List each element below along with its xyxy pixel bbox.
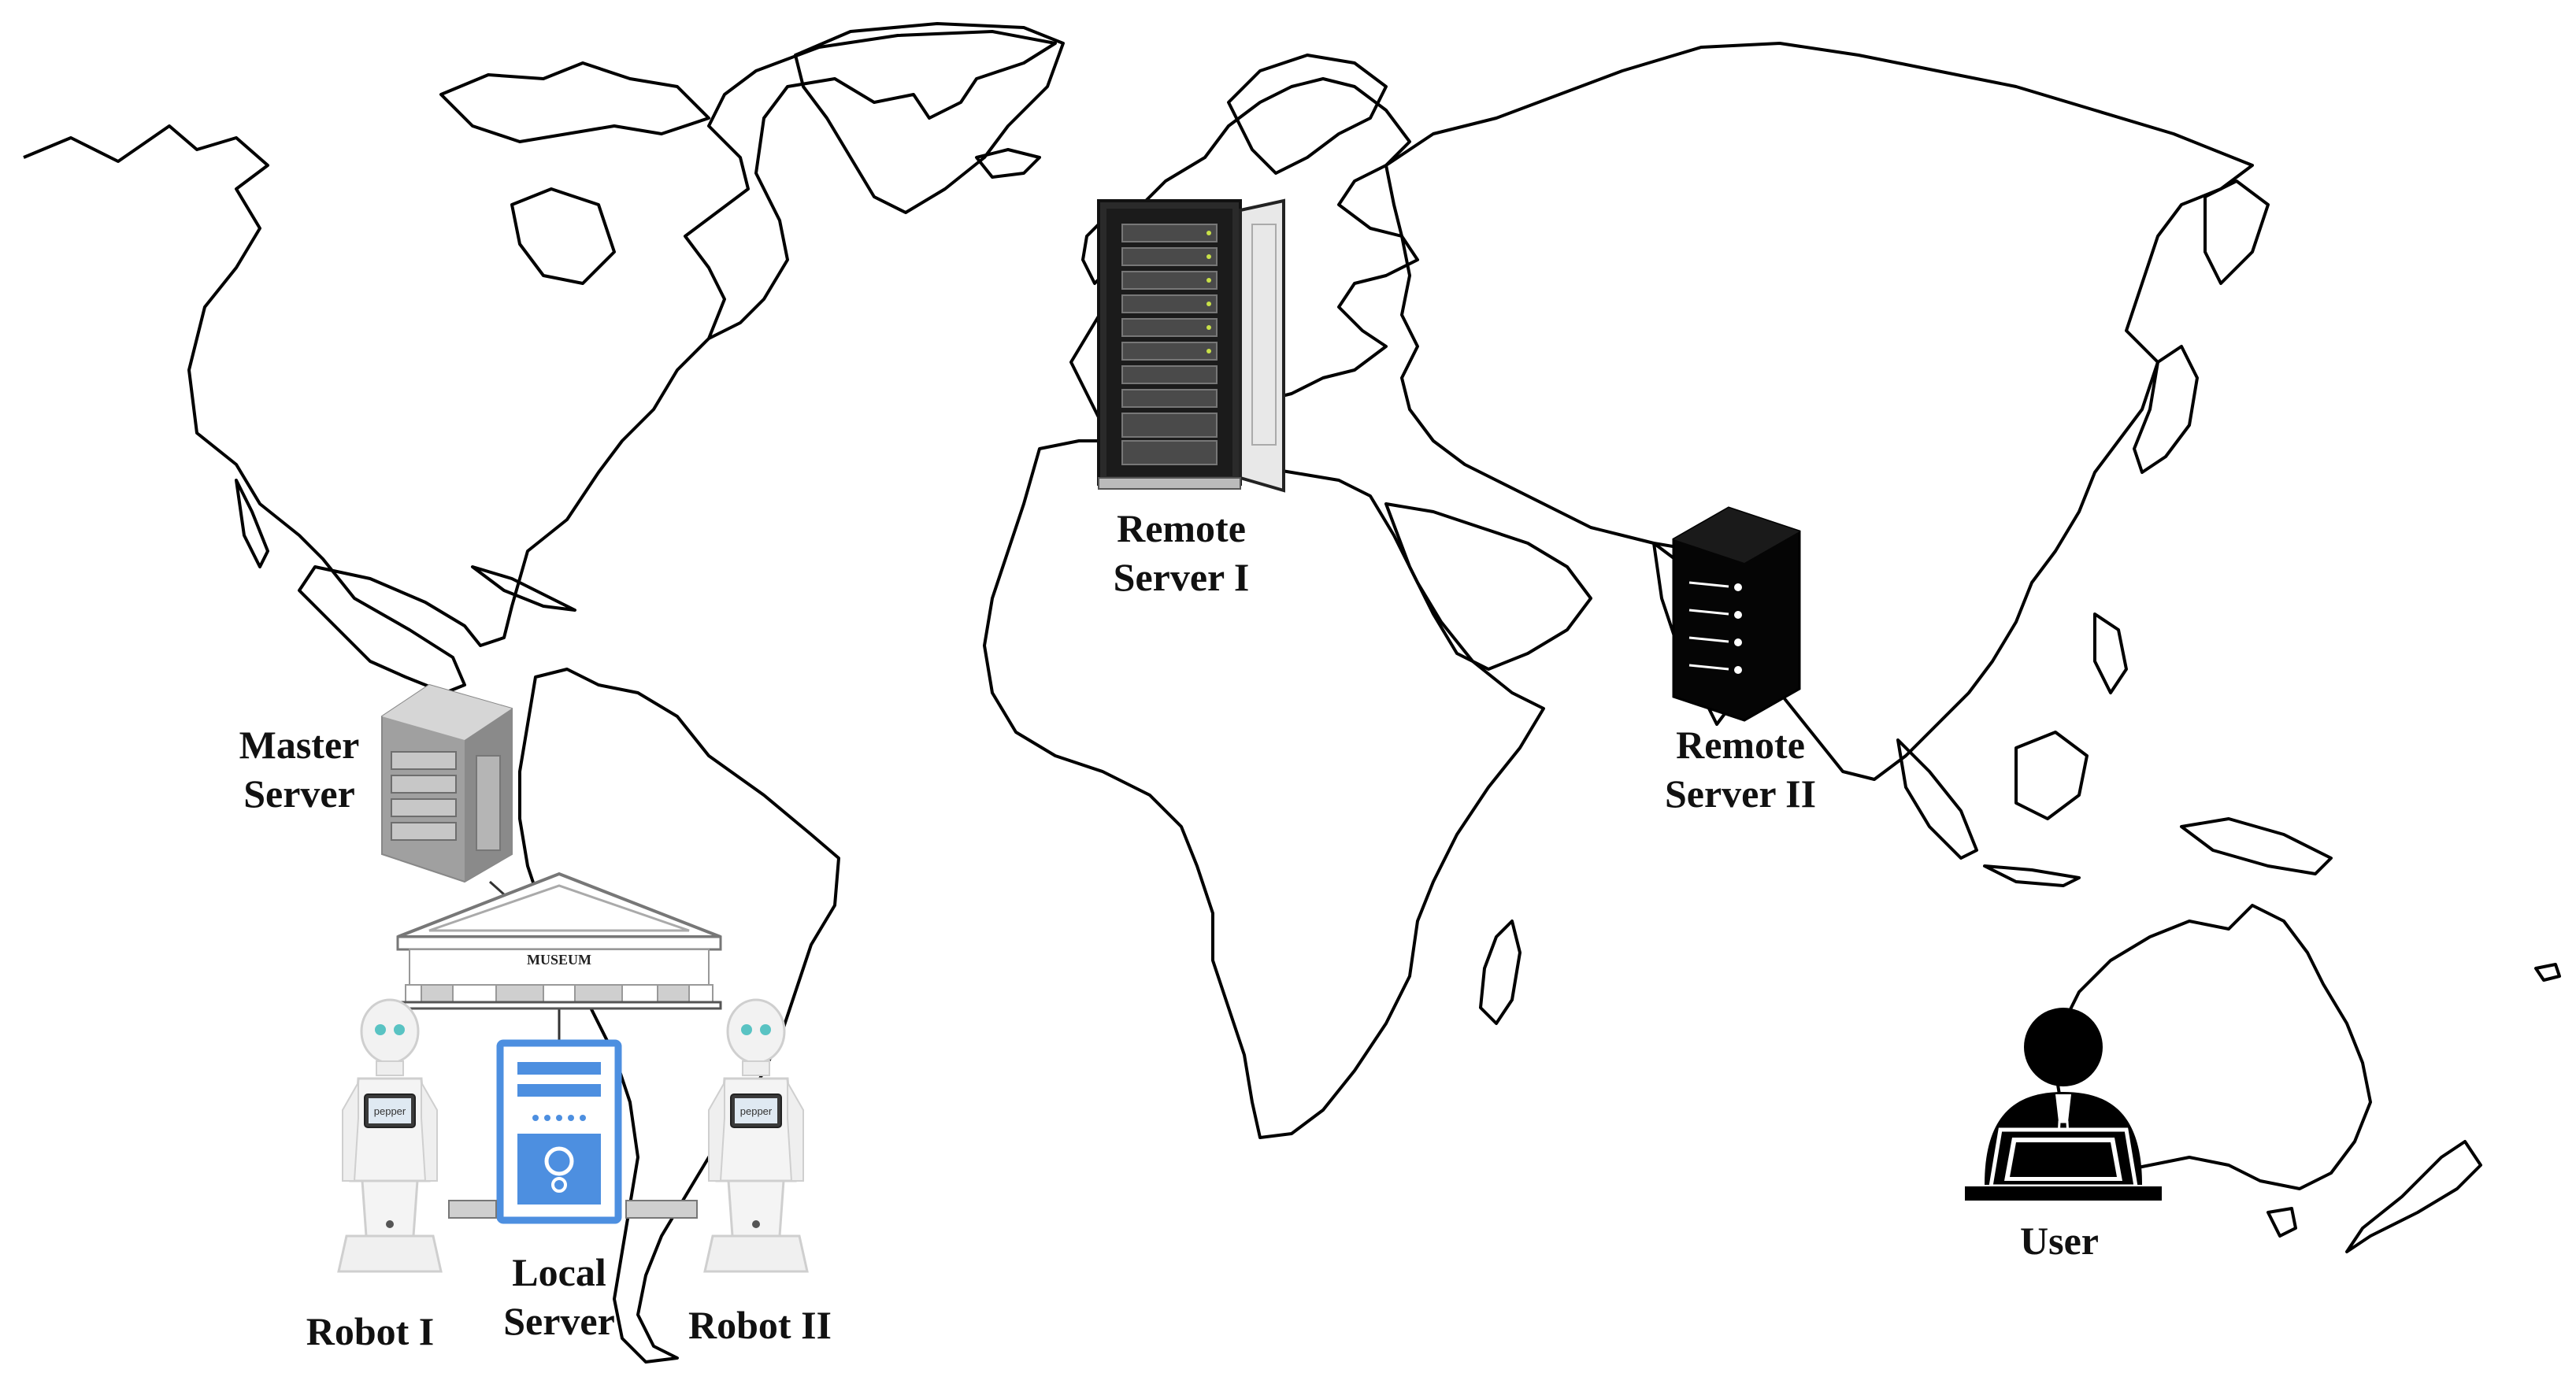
java-outline [1983,864,2081,887]
humanoid-robot-icon: pepper [337,998,443,1273]
madagascar-outline [1479,920,1522,1025]
museum-building-icon: MUSEUM [396,871,722,1010]
master-server-line1: Master [239,723,360,767]
remote-server-2-label: Remote Server II [1646,720,1835,818]
robot-2-label: Robot II [673,1301,847,1349]
remote-server-1-line1: Remote [1117,506,1246,550]
far-east-island-outline [2534,963,2561,982]
canadian-islands-outline [439,61,710,143]
scandinavia-outline [1227,54,1388,175]
borneo-outline [2014,731,2089,820]
robot-1-screen-text: pepper [374,1105,406,1117]
africa-outline [983,439,1545,1139]
server-box-icon [1672,506,1801,722]
robot-1-label: Robot I [291,1307,449,1356]
north-america-outline [23,30,1057,694]
arabia-outline [1384,502,1592,671]
hudson-bay-outline [510,187,616,285]
humanoid-robot-icon: pepper [703,998,809,1273]
user-label-text: User [2020,1219,2099,1263]
remote-server-1-line2: Server I [1113,555,1250,599]
master-server-label: Master Server [224,720,374,818]
asia-outline [1384,42,2254,781]
shelf-left [448,1200,497,1219]
master-server-line2: Server [243,772,355,816]
robot-2-screen-text: pepper [740,1105,773,1117]
remote-server-2-line2: Server II [1664,772,1817,816]
user-label: User [1996,1216,2122,1265]
local-server-line2: Server [503,1299,615,1343]
server-rack-icon [1097,198,1285,493]
museum-sign: MUSEUM [527,952,591,968]
iceland-outline [975,148,1041,179]
baja-outline [235,479,269,568]
cuba-outline [471,565,576,612]
desktop-computer-icon [496,1039,622,1224]
new-zealand-outline [2345,1140,2482,1253]
philippines-outline [2093,612,2128,694]
world-map-outline [23,22,2561,1364]
japan-outline [2133,345,2199,474]
remote-server-2-line1: Remote [1676,723,1805,767]
greenland-outline [794,22,1065,214]
tasmania-outline [2267,1207,2297,1238]
local-server-label: Local Server [484,1248,634,1345]
user-at-laptop-icon [1965,1008,2162,1201]
robot-2-label-text: Robot II [688,1303,832,1347]
kamchatka-outline [2203,179,2270,285]
local-server-line1: Local [512,1250,606,1294]
server-tower-icon [381,683,513,883]
shelf-right [625,1200,698,1219]
new-guinea-outline [2180,817,2333,875]
remote-server-1-label: Remote Server I [1099,504,1264,601]
sumatra-outline [1896,738,1978,860]
robot-1-label-text: Robot I [306,1309,435,1353]
